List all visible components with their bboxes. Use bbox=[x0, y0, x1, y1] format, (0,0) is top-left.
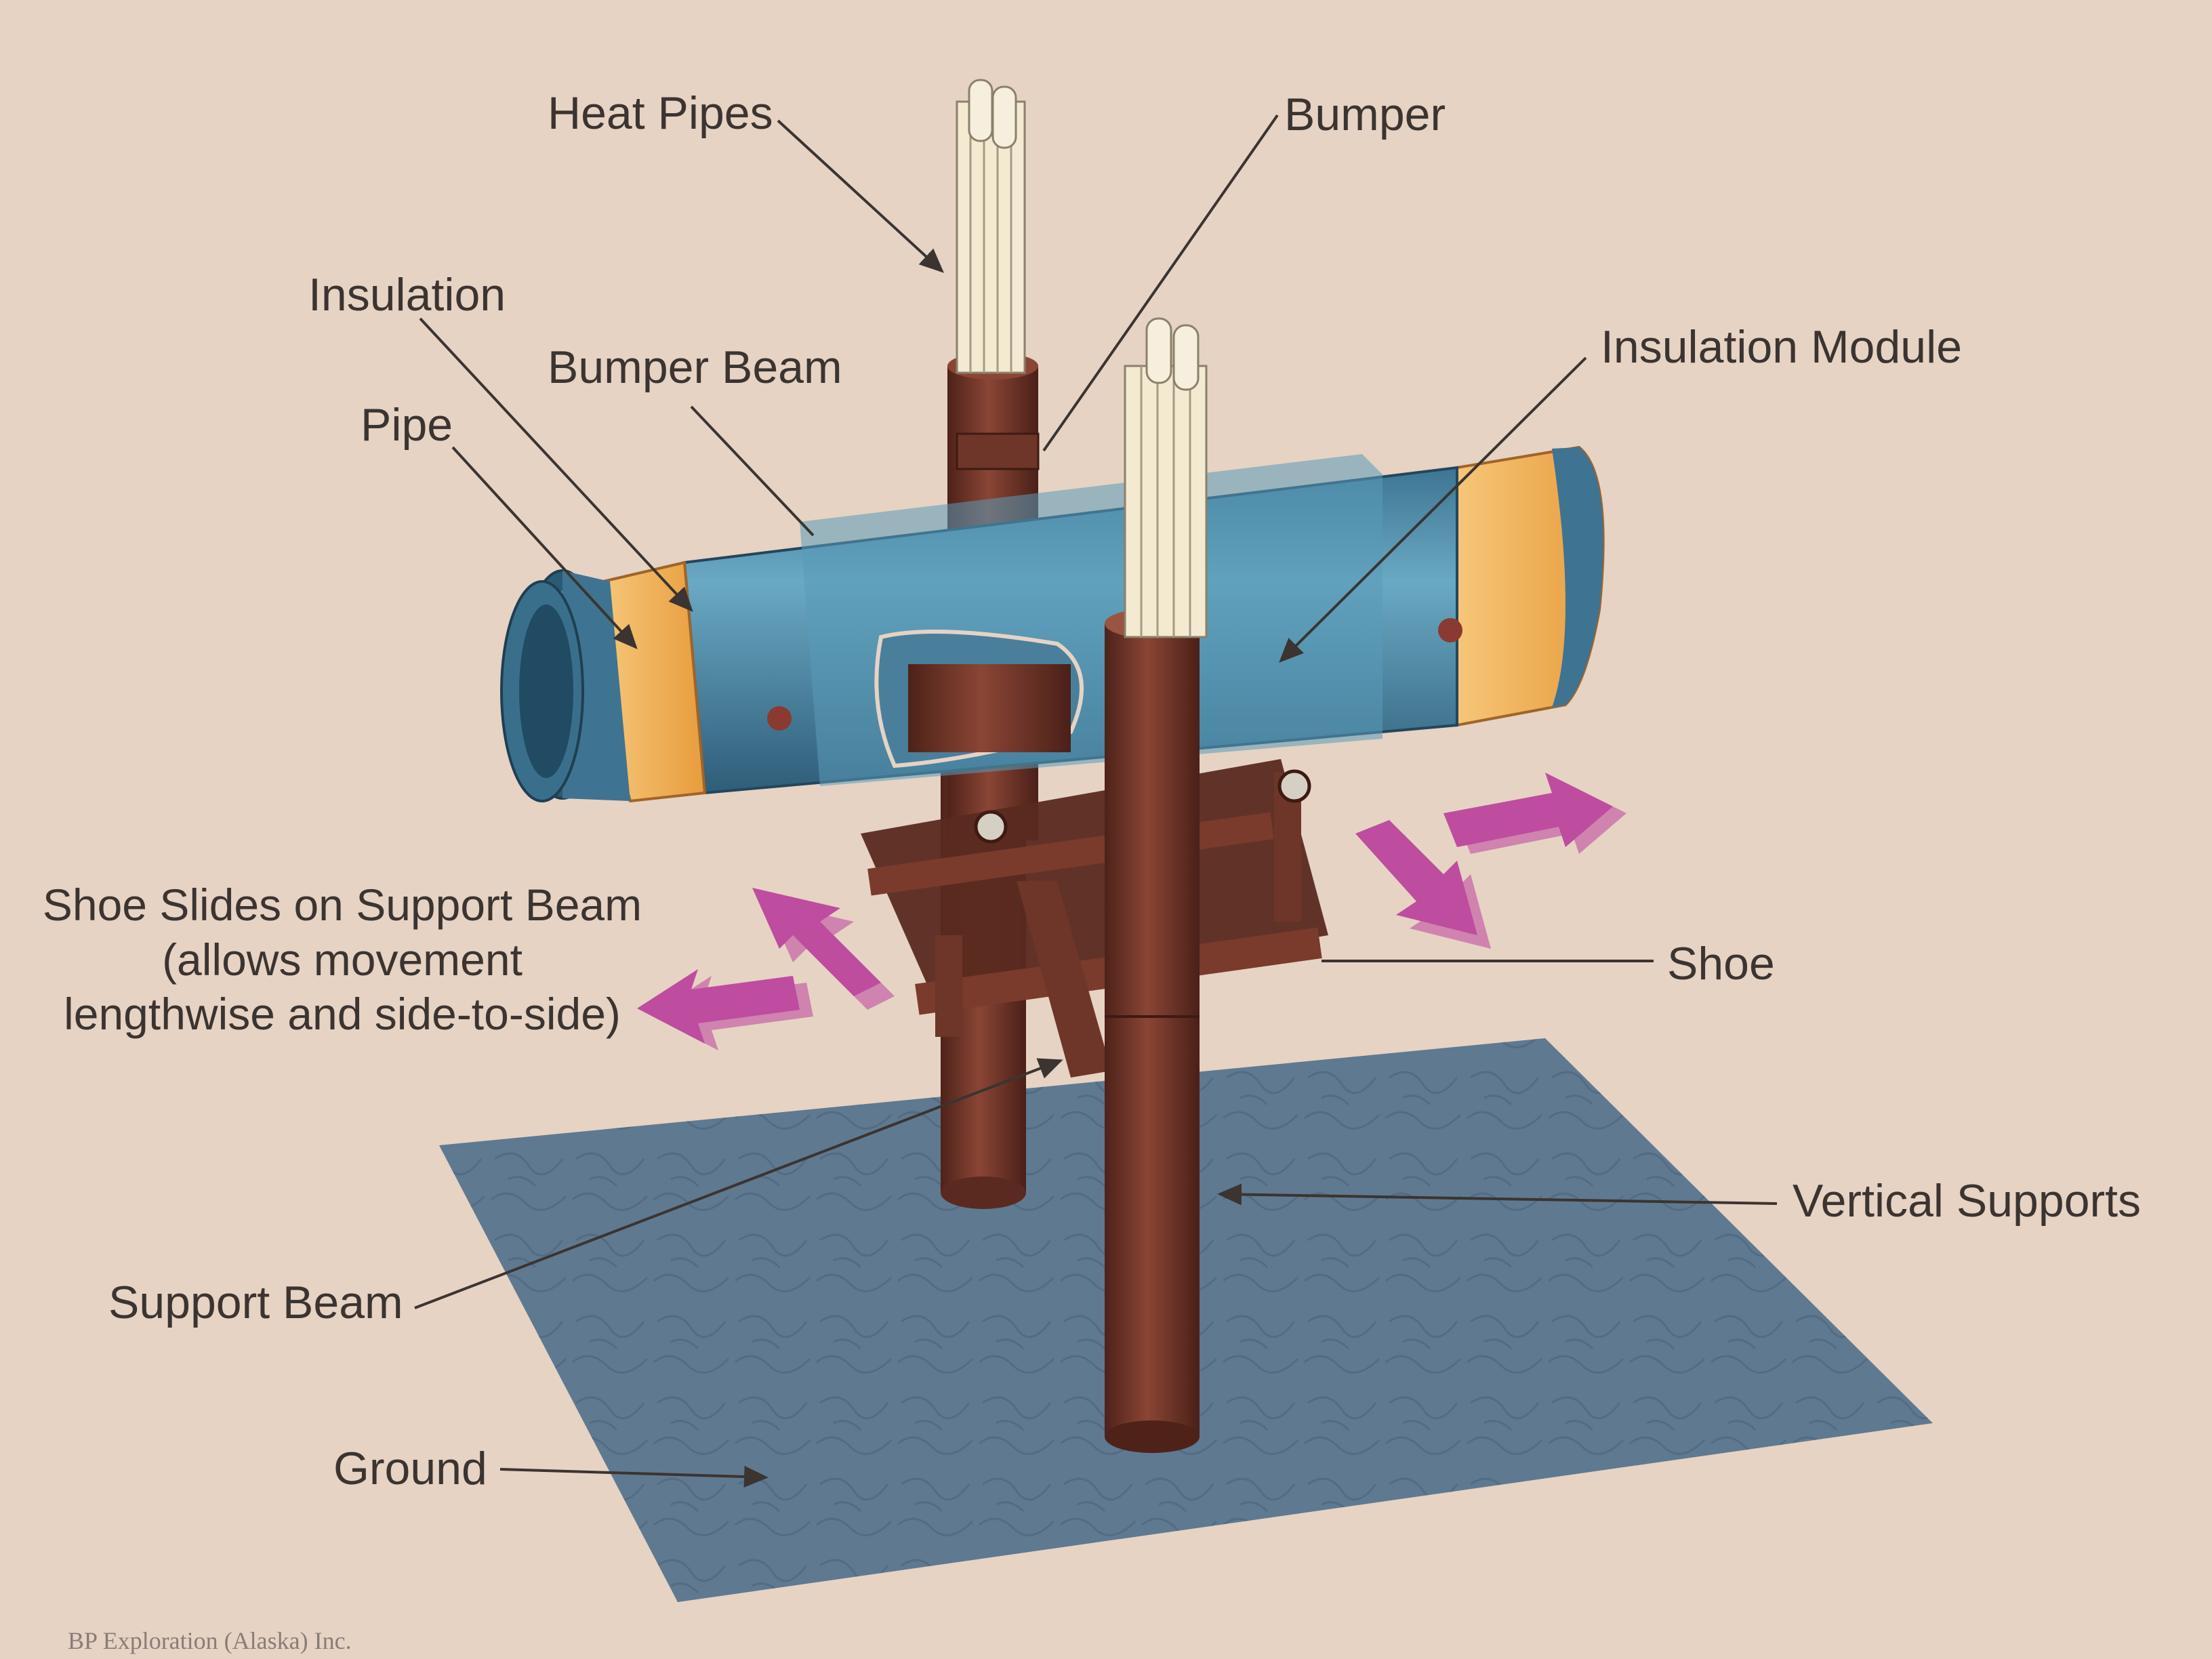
label-shoe-slides-line-1: Shoe Slides on Support Beam bbox=[42, 880, 642, 930]
pipe-assembly bbox=[500, 445, 1605, 803]
credit-text: BP Exploration (Alaska) Inc. bbox=[68, 1627, 352, 1654]
leader-bumper-beam bbox=[690, 405, 815, 537]
label-ground: Ground bbox=[333, 1443, 487, 1494]
rear-heat-pipes bbox=[956, 79, 1026, 374]
motion-arrows bbox=[637, 773, 1626, 1050]
label-shoe-slides-line-2: (allows movement bbox=[162, 934, 523, 985]
label-pipe: Pipe bbox=[361, 399, 453, 451]
leader-pipe bbox=[451, 446, 638, 649]
leader-lines bbox=[414, 114, 1778, 1488]
label-insulation-module: Insulation Module bbox=[1601, 321, 1963, 373]
motion-arrow-lengthwise-left bbox=[637, 969, 813, 1050]
motion-arrow-side-up bbox=[752, 888, 895, 1010]
motion-arrow-lengthwise-right bbox=[1443, 773, 1626, 854]
leader-ground bbox=[499, 1466, 769, 1488]
label-shoe: Shoe bbox=[1667, 938, 1775, 989]
leader-bumper bbox=[1042, 114, 1279, 452]
shoe-frame bbox=[861, 759, 1328, 1078]
leader-heat-pipes bbox=[777, 119, 944, 273]
label-vertical-supports: Vertical Supports bbox=[1793, 1175, 2142, 1227]
front-heat-pipes bbox=[1124, 317, 1208, 638]
label-heat-pipes: Heat Pipes bbox=[548, 87, 773, 139]
label-support-beam: Support Beam bbox=[108, 1277, 403, 1328]
front-vertical-support bbox=[1105, 609, 1200, 1453]
label-bumper-beam: Bumper Beam bbox=[548, 342, 842, 393]
label-shoe-slides: Shoe Slides on Support Beam (allows move… bbox=[20, 878, 664, 1042]
leader-vertical-supports bbox=[1217, 1183, 1778, 1206]
label-bumper: Bumper bbox=[1284, 89, 1446, 140]
leader-support-beam bbox=[414, 1058, 1063, 1309]
label-insulation: Insulation bbox=[308, 269, 506, 321]
motion-arrow-side-down bbox=[1355, 820, 1491, 949]
leader-insulation bbox=[419, 317, 693, 612]
label-shoe-slides-line-3: lengthwise and side-to-side) bbox=[64, 989, 621, 1040]
leader-insulation-module bbox=[1279, 356, 1587, 663]
